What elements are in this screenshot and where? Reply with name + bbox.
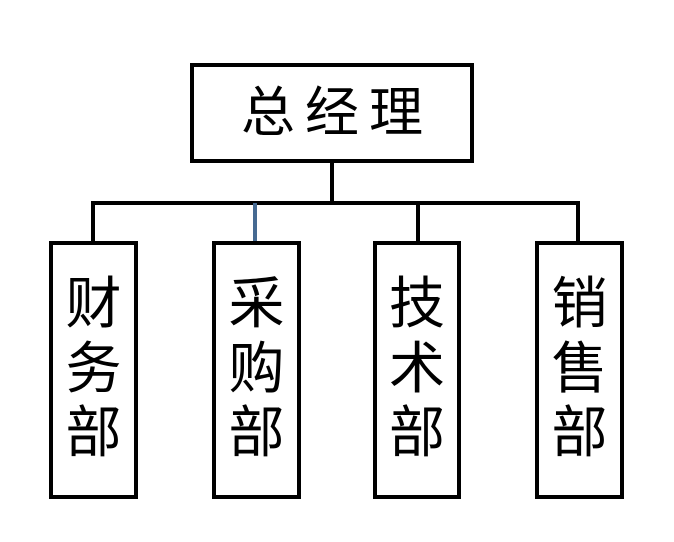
dept-node-label: 技术部 [389, 272, 445, 467]
connector-drop-purchasing-highlighted [253, 203, 257, 242]
connector-drop-technology [416, 203, 420, 242]
root-node-label: 总经理 [241, 81, 433, 144]
dept-node-technology: 技术部 [373, 241, 461, 499]
connector-stem [330, 161, 334, 203]
dept-node-sales: 销售部 [535, 241, 624, 499]
connector-drop-finance [91, 203, 95, 242]
connector-drop-sales [576, 203, 580, 242]
connector-bus [91, 201, 580, 205]
dept-node-label: 财务部 [65, 272, 122, 467]
dept-node-purchasing: 采购部 [212, 241, 301, 499]
root-node-general-manager: 总经理 [190, 63, 474, 163]
dept-node-label: 采购部 [228, 272, 285, 467]
dept-node-finance: 财务部 [49, 241, 138, 499]
dept-node-label: 销售部 [551, 272, 608, 467]
